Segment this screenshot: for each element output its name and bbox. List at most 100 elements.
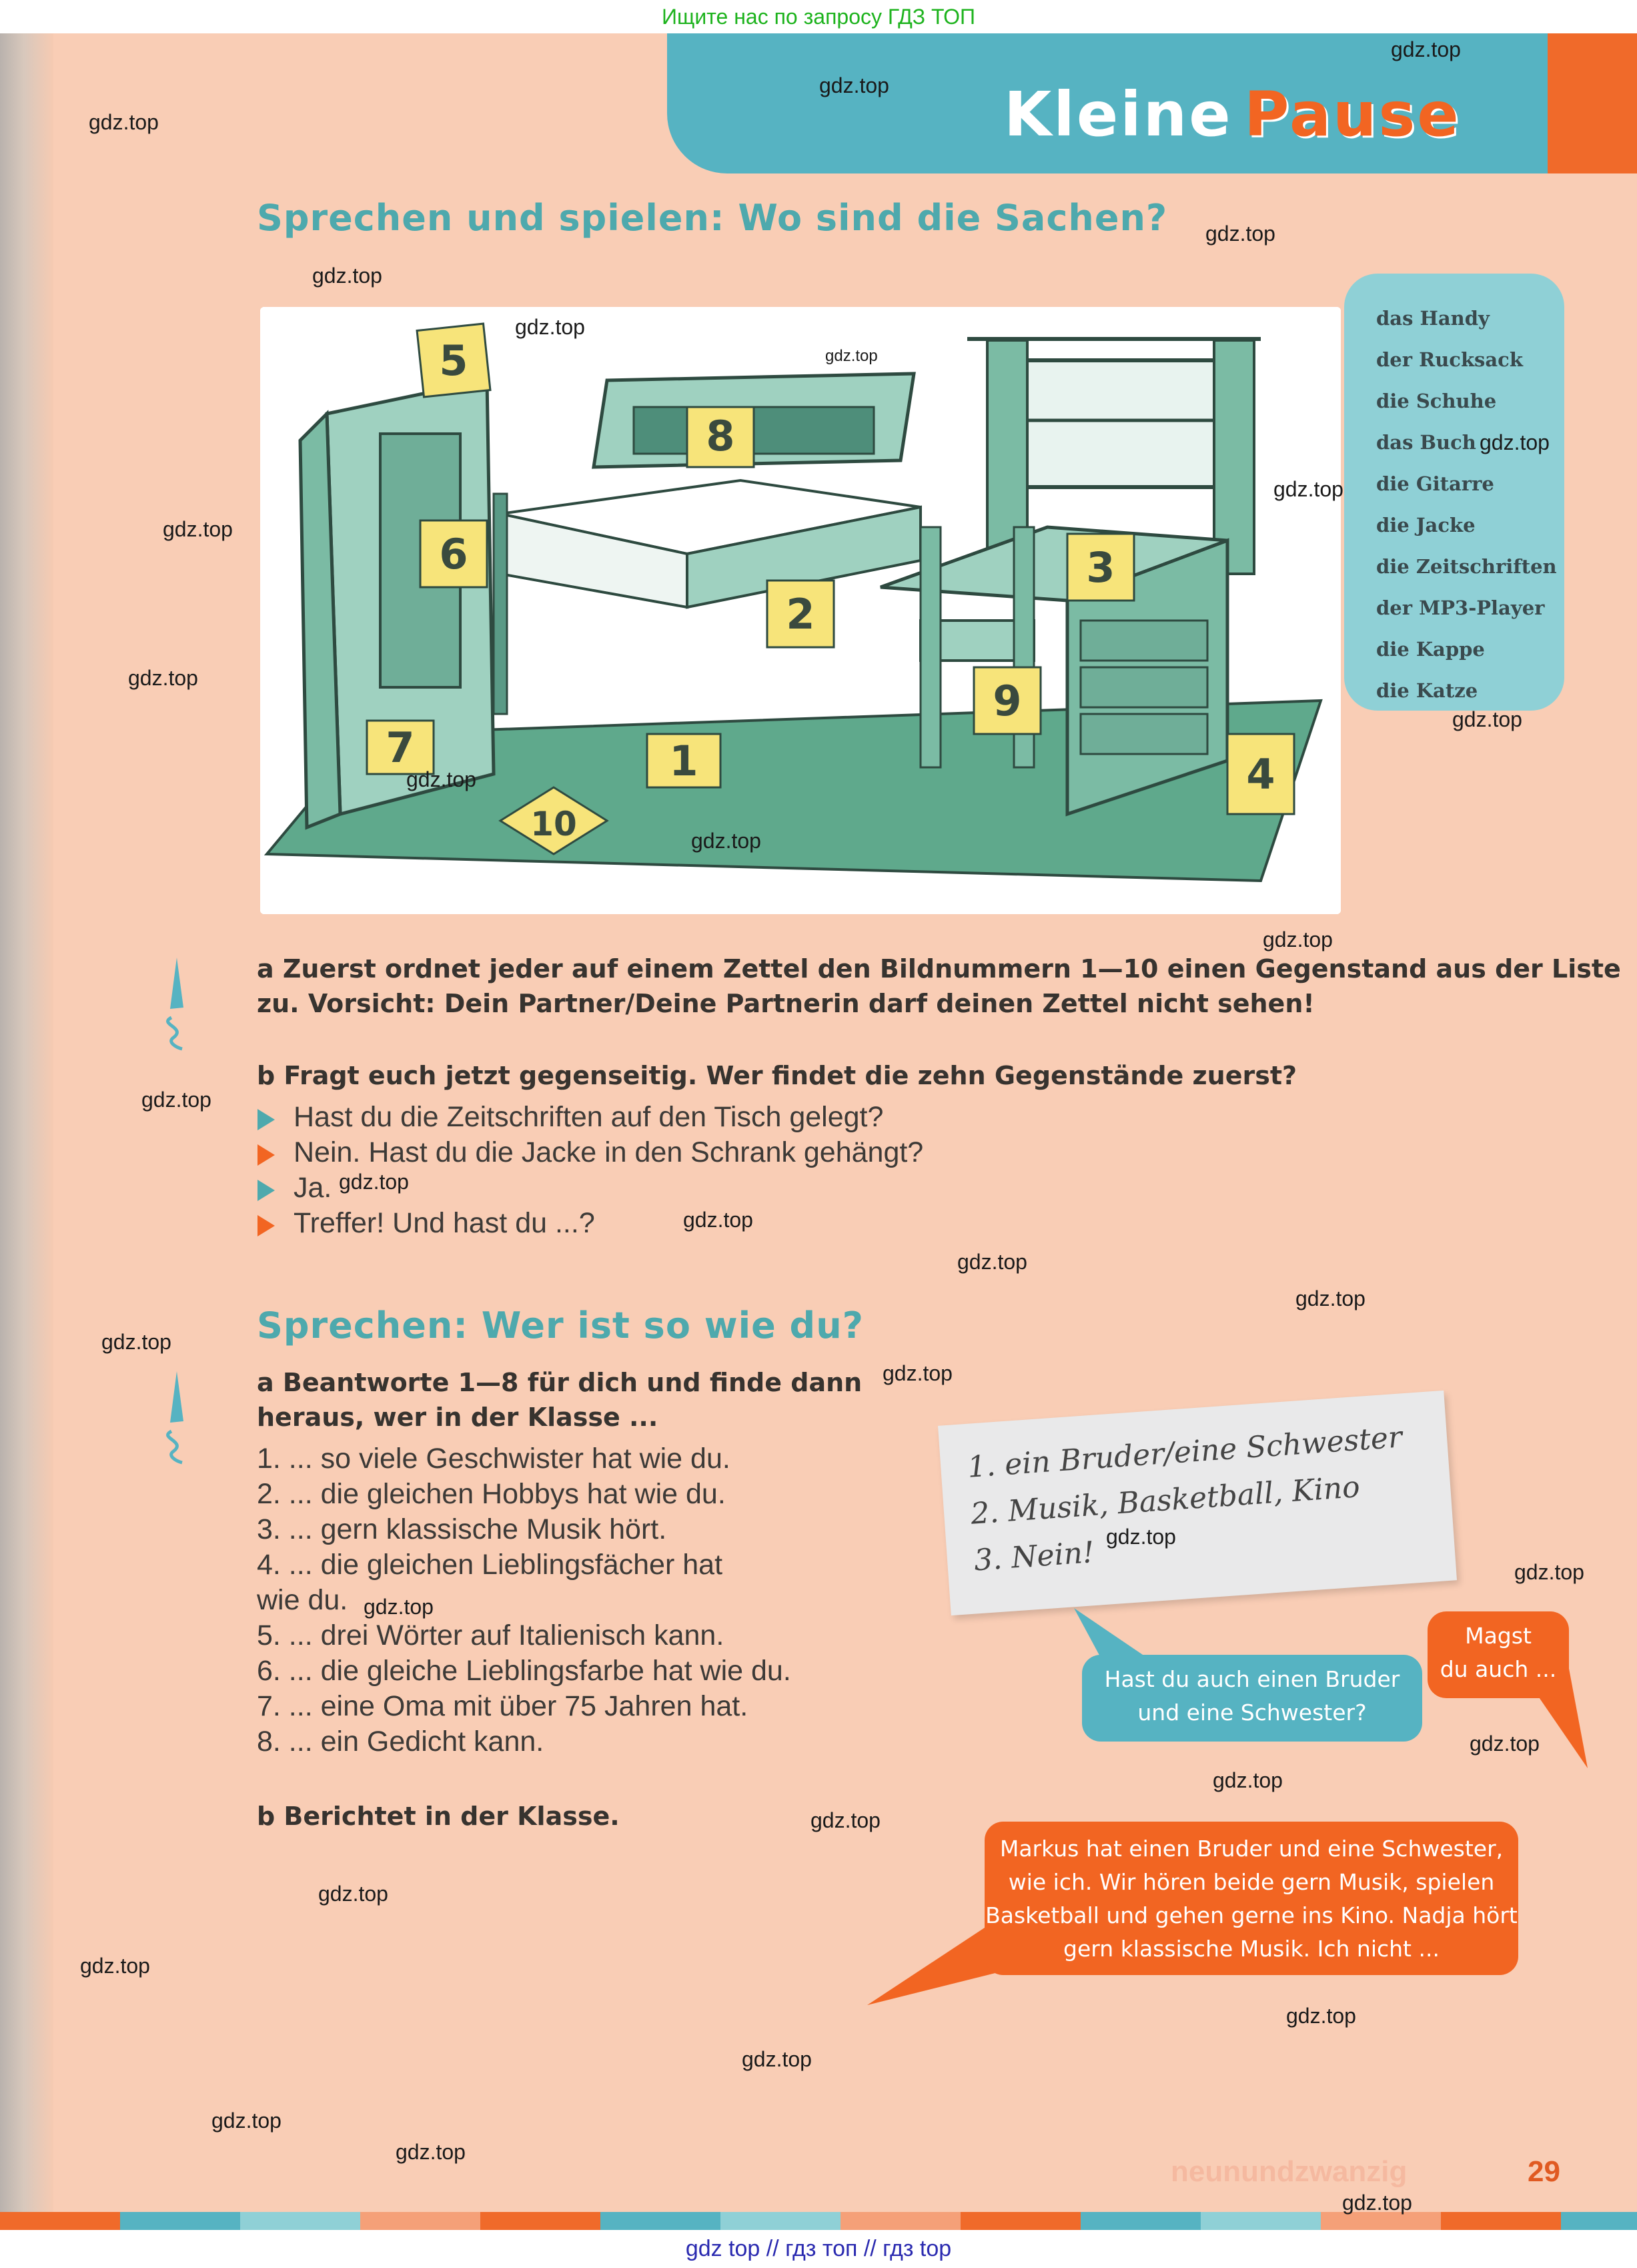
- orange-triangle-icon: [257, 1215, 275, 1236]
- teal-triangle-icon: [257, 1109, 275, 1130]
- watermark: gdz.top: [1470, 1732, 1540, 1756]
- watermark: gdz.top: [211, 2109, 282, 2133]
- task2-a-line1: a Beantworte 1—8 für dich und finde dann: [257, 1368, 863, 1397]
- watermark: gdz.top: [810, 1808, 881, 1832]
- card-2: 2: [786, 590, 814, 639]
- card-1: 1: [669, 737, 698, 785]
- textbook-page: Kleine Pause Sprechen und spielen: Wo si…: [0, 33, 1637, 2230]
- bubble-line: wie ich. Wir hören beide gern Musik, spi…: [1008, 1869, 1495, 1895]
- card-6: 6: [439, 530, 468, 579]
- watermark: gdz.top: [141, 1088, 211, 1112]
- vocab-item: das Buch: [1376, 431, 1476, 454]
- question-item: 4. ... die gleichen Lieblingsfächer hat: [257, 1549, 723, 1581]
- color-strip: [0, 2212, 1637, 2230]
- page-number-word: neunundzwanzig: [1171, 2155, 1408, 2188]
- page-title-kleine: Kleine: [1004, 79, 1233, 150]
- bubble-line: gern klassische Musik. Ich nicht ...: [1063, 1936, 1440, 1962]
- vocab-item: das Handy: [1376, 307, 1490, 330]
- watermark: gdz.top: [339, 1170, 409, 1194]
- watermark: gdz.top: [128, 666, 198, 690]
- question-item: 7. ... eine Oma mit über 75 Jahren hat.: [257, 1690, 748, 1722]
- watermark: gdz.top: [1286, 2004, 1356, 2028]
- watermark: gdz.top: [101, 1330, 171, 1354]
- watermark: gdz.top: [163, 517, 233, 541]
- handwritten-note: 1. ein Bruder/eine Schwester 2. Musik, B…: [937, 1390, 1458, 1616]
- watermark: gdz.top: [364, 1595, 434, 1619]
- vocab-item: der Rucksack: [1376, 348, 1523, 371]
- watermark: gdz.top: [1263, 927, 1333, 952]
- task2-a-line2: heraus, wer in der Klasse ...: [257, 1403, 658, 1432]
- card-4: 4: [1246, 750, 1275, 799]
- bubble-tail: [867, 1908, 1014, 2005]
- bottom-banner[interactable]: gdz top // гдз топ // гдз top: [685, 2236, 952, 2261]
- top-banner[interactable]: Ищите нас по запросу ГДЗ ТОП: [662, 5, 975, 29]
- vocab-item: die Kappe: [1376, 638, 1485, 661]
- watermark: gdz.top: [1514, 1560, 1584, 1584]
- vocab-item: die Schuhe: [1376, 390, 1497, 412]
- dialogue-line: Ja.: [294, 1172, 332, 1204]
- vocab-item: die Gitarre: [1376, 472, 1494, 495]
- bubble-line: und eine Schwester?: [1137, 1699, 1367, 1726]
- card-5: 5: [439, 336, 468, 385]
- vocab-item: die Jacke: [1376, 514, 1476, 536]
- question-item: 8. ... ein Gedicht kann.: [257, 1726, 544, 1758]
- vocab-item: die Katze: [1376, 679, 1478, 702]
- question-item: 3. ... gern klassische Musik hört.: [257, 1513, 667, 1545]
- speaking-icon: [166, 1371, 183, 1465]
- watermark: gdz.top: [396, 2140, 466, 2164]
- card-8: 8: [706, 412, 734, 460]
- watermark: gdz.top: [1342, 2191, 1412, 2215]
- question-item: 6. ... die gleiche Lieblingsfarbe hat wi…: [257, 1655, 791, 1687]
- watermark: gdz.top: [1480, 430, 1550, 454]
- bubble-line: Hast du auch einen Bruder: [1104, 1666, 1400, 1692]
- watermark: gdz.top: [825, 347, 878, 365]
- section2-heading: Sprechen: Wer ist so wie du?: [257, 1304, 864, 1347]
- task1-a-line1: a Zuerst ordnet jeder auf einem Zettel d…: [257, 954, 1621, 984]
- card-10: 10: [530, 805, 577, 843]
- page-title-pause: Pause: [1244, 79, 1461, 150]
- watermark: gdz.top: [1452, 707, 1522, 731]
- note-line: 3. Nein!: [973, 1535, 1096, 1578]
- question-item: 5. ... drei Wörter auf Italienisch kann.: [257, 1619, 724, 1651]
- task2-b: b Berichtet in der Klasse.: [257, 1802, 620, 1831]
- watermark: gdz.top: [318, 1882, 388, 1906]
- vocabulary-list: das Handy der Rucksack die Schuhe das Bu…: [1344, 274, 1564, 711]
- watermark: gdz.top: [515, 315, 585, 339]
- vocab-item: der MP3-Player: [1376, 597, 1545, 619]
- bubble-line: Markus hat einen Bruder und eine Schwest…: [999, 1836, 1504, 1862]
- watermark: gdz.top: [80, 1954, 150, 1978]
- task1-a-line2: zu. Vorsicht: Dein Partner/Deine Partner…: [257, 989, 1315, 1018]
- header-band: [667, 33, 1548, 173]
- watermark: gdz.top: [1295, 1286, 1366, 1310]
- watermark: gdz.top: [957, 1250, 1027, 1274]
- card-9: 9: [993, 677, 1021, 725]
- speech-bubble-report: Markus hat einen Bruder und eine Schwest…: [985, 1822, 1518, 1975]
- watermark: gdz.top: [683, 1208, 753, 1232]
- question-item: wie du.: [257, 1584, 348, 1616]
- question-item: 2. ... die gleichen Hobbys hat wie du.: [257, 1478, 726, 1510]
- page-number: 29: [1528, 2155, 1560, 2188]
- room-illustration: 5 8 6 2 3 7 1 9 4 10: [260, 307, 1341, 914]
- orange-triangle-icon: [257, 1144, 275, 1166]
- task1-b: b Fragt euch jetzt gegenseitig. Wer find…: [257, 1061, 1297, 1090]
- watermark: gdz.top: [1273, 477, 1343, 501]
- vocab-item: die Zeitschriften: [1376, 555, 1557, 578]
- bubble-line: Magst: [1465, 1623, 1532, 1649]
- watermark: gdz.top: [883, 1361, 953, 1385]
- speech-bubble-magst: Magst du auch ...: [1428, 1611, 1569, 1698]
- book-spine-shadow: [0, 33, 53, 2230]
- watermark: gdz.top: [1106, 1525, 1176, 1549]
- header-orange-tab: [1548, 33, 1637, 173]
- watermark: gdz.top: [742, 2047, 812, 2071]
- card-3: 3: [1086, 543, 1115, 592]
- speech-bubble-question: Hast du auch einen Bruder und eine Schwe…: [1082, 1655, 1422, 1742]
- bubble-line: Basketball und gehen gerne ins Kino. Nad…: [985, 1902, 1518, 1928]
- watermark: gdz.top: [1213, 1768, 1283, 1792]
- watermark: gdz.top: [1391, 37, 1461, 61]
- watermark: gdz.top: [819, 73, 889, 97]
- watermark: gdz.top: [406, 767, 476, 791]
- dialogue-line: Nein. Hast du die Jacke in den Schrank g…: [294, 1136, 924, 1168]
- teal-triangle-icon: [257, 1180, 275, 1201]
- dialogue-line: Treffer! Und hast du ...?: [294, 1207, 595, 1239]
- speaking-icon: [166, 958, 183, 1051]
